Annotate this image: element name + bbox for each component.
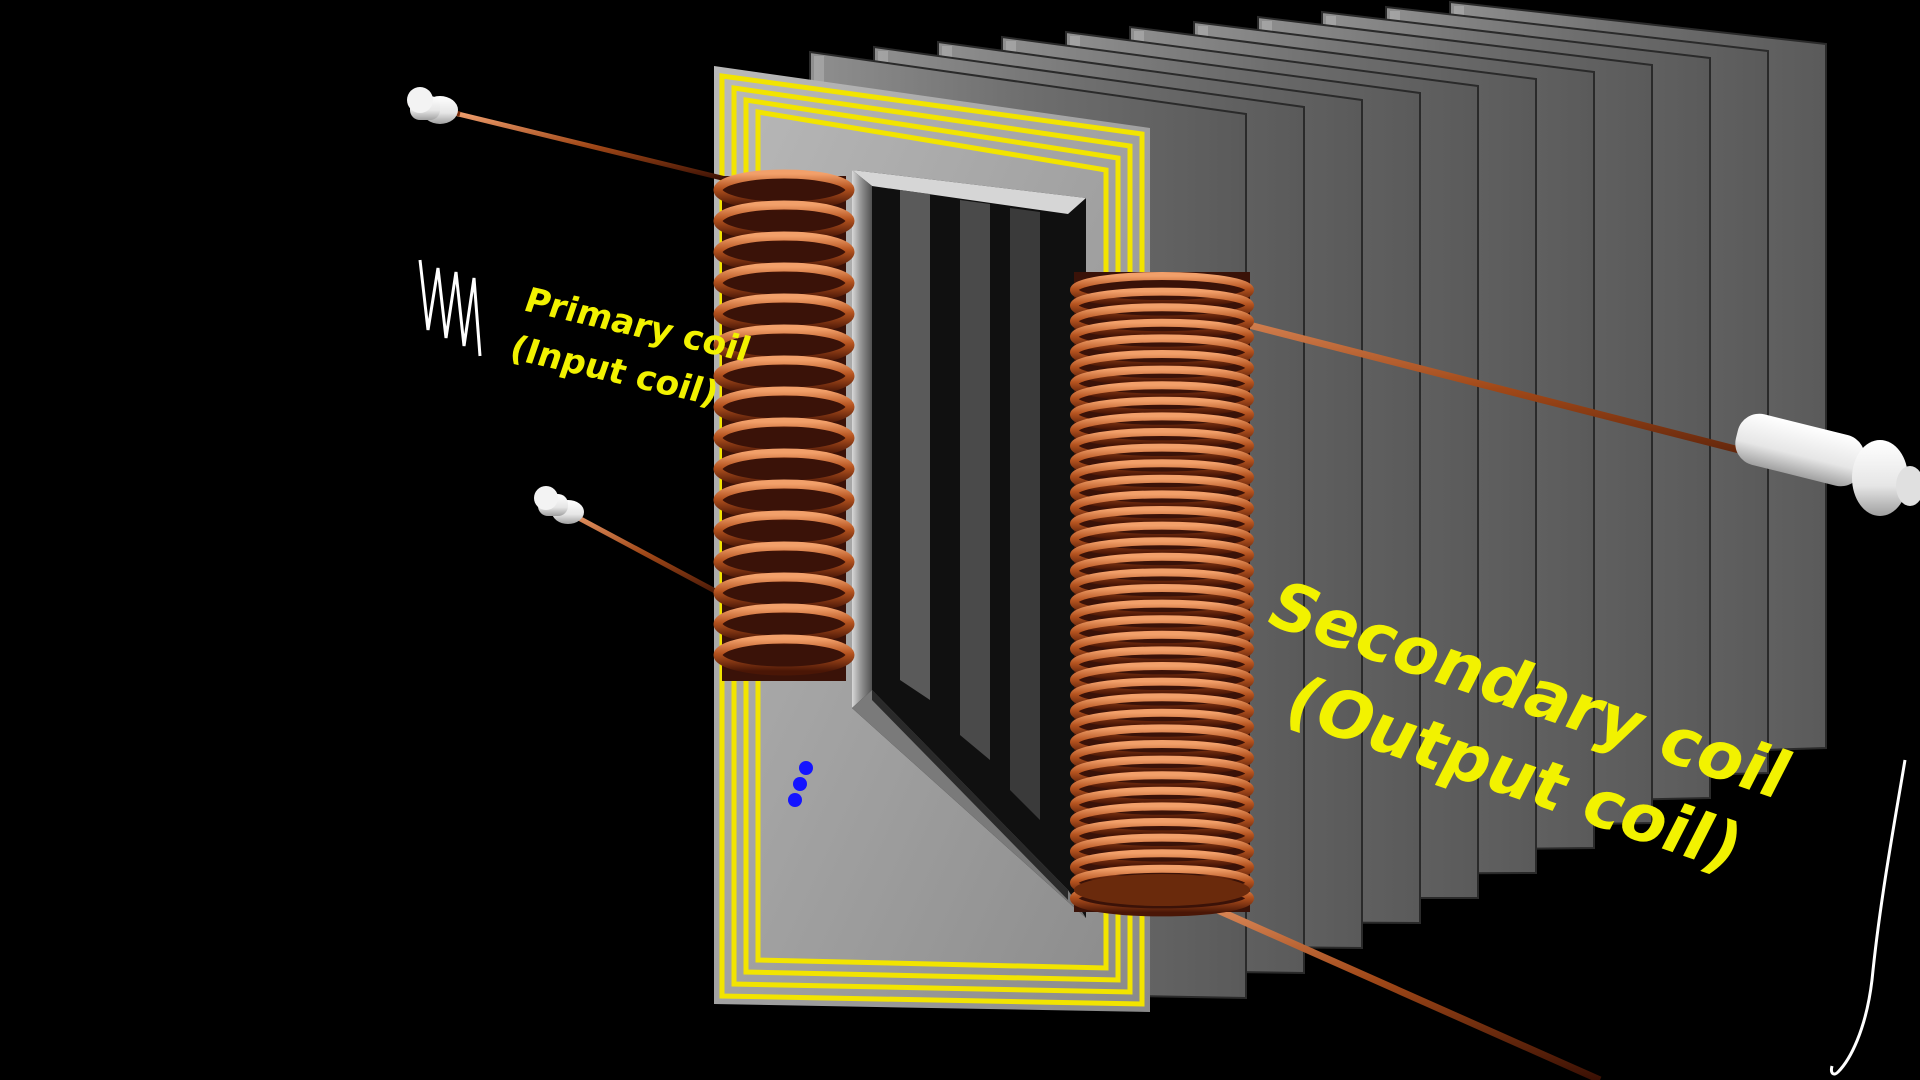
primary-coil-turn	[713, 634, 855, 676]
input-waveform-icon	[418, 259, 482, 357]
secondary-terminal	[1735, 413, 1920, 516]
output-waveform-icon	[1830, 759, 1907, 1076]
primary-terminal-top	[407, 87, 458, 124]
primary-coil	[713, 169, 855, 681]
core-winding	[731, 85, 1133, 995]
primary-terminal-bottom	[534, 486, 584, 524]
core-yellow-windings	[719, 73, 1145, 1007]
secondary-wire-bottom	[1148, 876, 1602, 1080]
primary-wire-bottom	[558, 505, 734, 603]
core-winding	[743, 97, 1121, 983]
core-winding	[719, 73, 1145, 1007]
secondary-coil-bottom	[1074, 874, 1250, 906]
solder-joints	[788, 761, 813, 807]
secondary-coil	[1070, 272, 1254, 917]
